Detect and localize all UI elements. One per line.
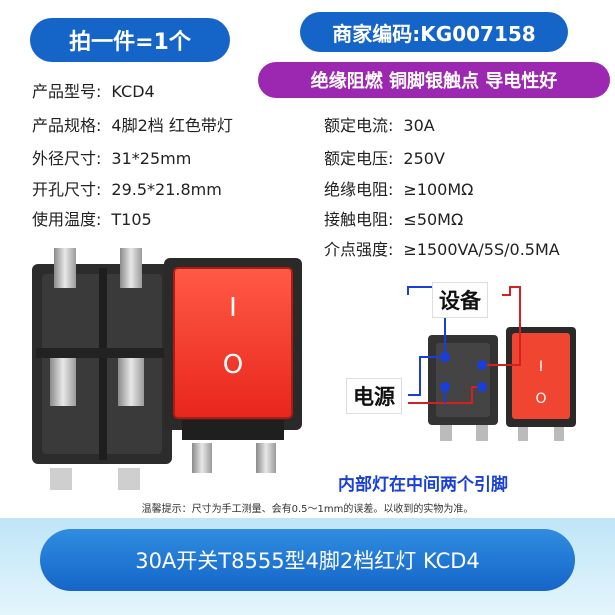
pin-dot	[477, 360, 487, 370]
switch-front-view	[164, 258, 302, 473]
spec-temperature-label: 使用温度:	[32, 210, 102, 229]
spec-rated-voltage: 额定电压: 250V	[324, 145, 445, 169]
spec-spec-value: 4脚2档 红色带灯	[111, 116, 233, 135]
pin-dot	[440, 352, 450, 362]
spec-outer-size-value: 31*25mm	[111, 149, 192, 168]
measurement-tip: 温馨提示：尺寸为手工测量、会有0.5～1mm的误差。以收到的实物为准。	[141, 504, 474, 515]
footer-title: 30A开关T8555型4脚2档红灯 KCD4	[40, 529, 575, 591]
spec-model-value: KCD4	[111, 82, 155, 101]
spec-outer-size-label: 外径尺寸:	[32, 149, 102, 168]
svg-text:I: I	[539, 359, 543, 375]
spec-cutout-size-value: 29.5*21.8mm	[111, 180, 222, 199]
quantity-badge: 拍一件=1个	[30, 18, 230, 62]
power-label: 电源	[346, 378, 402, 414]
wire-device-red	[482, 286, 521, 366]
wiring-diagram: I O	[407, 286, 576, 441]
spec-dielectric-strength-label: 介点强度:	[324, 240, 394, 259]
switch-off-symbol: O	[223, 350, 243, 380]
spec-rated-current-value: 30A	[403, 116, 435, 135]
spec-dielectric-strength-value: ≥1500VA/5S/0.5MA	[403, 240, 560, 259]
merchant-code-badge: 商家编码:KG007158	[300, 12, 568, 52]
spec-contact-resistance-value: ≤50MΩ	[403, 210, 464, 229]
pin-dot	[477, 382, 487, 392]
spec-rated-voltage-value: 250V	[403, 149, 445, 168]
spec-model: 产品型号: KCD4	[32, 78, 155, 102]
spec-rated-current: 额定电流: 30A	[324, 112, 435, 136]
features-badge: 绝缘阻燃 铜脚银触点 导电性好	[258, 62, 610, 98]
spec-rated-voltage-label: 额定电压:	[324, 149, 394, 168]
spec-insulation-resistance: 绝缘电阻: ≥100MΩ	[324, 176, 473, 200]
product-photo: I O	[32, 248, 302, 490]
spec-outer-size: 外径尺寸: 31*25mm	[32, 145, 191, 169]
diagram-switch-front: I O	[506, 327, 576, 441]
spec-insulation-resistance-value: ≥100MΩ	[403, 180, 474, 199]
spec-insulation-resistance-label: 绝缘电阻:	[324, 180, 394, 199]
spec-temperature-value: T105	[111, 210, 152, 229]
internal-lamp-note: 内部灯在中间两个引脚	[338, 475, 508, 495]
spec-dielectric-strength: 介点强度: ≥1500VA/5S/0.5MA	[324, 236, 560, 260]
svg-text:O: O	[535, 391, 546, 407]
spec-contact-resistance: 接触电阻: ≤50MΩ	[324, 206, 463, 230]
spec-model-label: 产品型号:	[32, 82, 102, 101]
spec-rated-current-label: 额定电流:	[324, 116, 394, 135]
diagram-switch-back	[428, 335, 498, 441]
spec-cutout-size-label: 开孔尺寸:	[32, 180, 102, 199]
spec-spec-label: 产品规格:	[32, 116, 102, 135]
spec-temperature: 使用温度: T105	[32, 206, 152, 230]
switch-back-view	[32, 248, 172, 490]
spec-contact-resistance-label: 接触电阻:	[324, 210, 394, 229]
spec-cutout-size: 开孔尺寸: 29.5*21.8mm	[32, 176, 222, 200]
spec-spec: 产品规格: 4脚2档 红色带灯	[32, 112, 233, 136]
pin-dot	[440, 382, 450, 392]
wire-power-blue	[408, 356, 445, 396]
wire-device-blue	[407, 286, 446, 357]
switch-on-symbol: I	[229, 293, 237, 323]
device-label: 设备	[432, 282, 488, 318]
